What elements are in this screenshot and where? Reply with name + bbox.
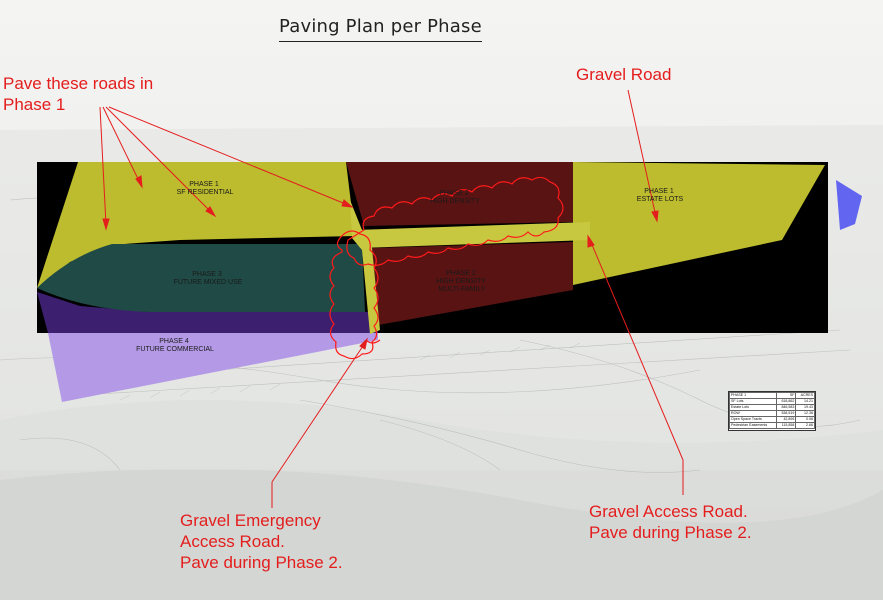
parcel-phase1-sf — [37, 162, 355, 288]
label-phase2-top: PHASE 2 HIGH DENSITY — [430, 190, 480, 205]
label-phase1-sf: PHASE 1 SF RESIDENTIAL — [177, 181, 234, 196]
parcel-phase4-dark — [37, 292, 378, 333]
parcel-phase4 — [48, 333, 378, 402]
parcel-phase2-top — [346, 162, 573, 226]
table-row: Pedestrian Easements 115,858 2.66 — [728, 422, 815, 429]
label-phase3: PHASE 3 FUTURE MIXED USE — [174, 271, 243, 286]
label-phase1-estate: PHASE 1 ESTATE LOTS — [637, 188, 684, 203]
annotation-gravel-emergency: Gravel Emergency Access Road. Pave durin… — [180, 511, 343, 572]
acreage-table: PHASE 1 SF ACRES SF Lots 618,862 14.21 E… — [728, 391, 816, 431]
page-title: Paving Plan per Phase — [279, 16, 482, 42]
label-phase2-bottom: PHASE 2 HIGH DENSITY MULTI-FAMILY — [436, 270, 488, 293]
annotation-gravel-road: Gravel Road — [576, 65, 672, 84]
parcel-phase1-estate — [573, 162, 825, 285]
parcel-phase3 — [37, 244, 365, 312]
label-phase4: PHASE 4 FUTURE COMMERCIAL — [136, 338, 214, 353]
road-horizontal — [355, 222, 590, 248]
annotation-arrows — [99, 89, 684, 508]
gravel-road-cloud — [346, 176, 564, 266]
annotation-pave-phase1: Pave these roads in Phase 1 — [3, 74, 154, 114]
annotation-gravel-access: Gravel Access Road. Pave during Phase 2. — [589, 502, 752, 542]
gravel-emergency-cloud — [329, 230, 379, 360]
parcel-phase2-bottom — [372, 242, 573, 325]
